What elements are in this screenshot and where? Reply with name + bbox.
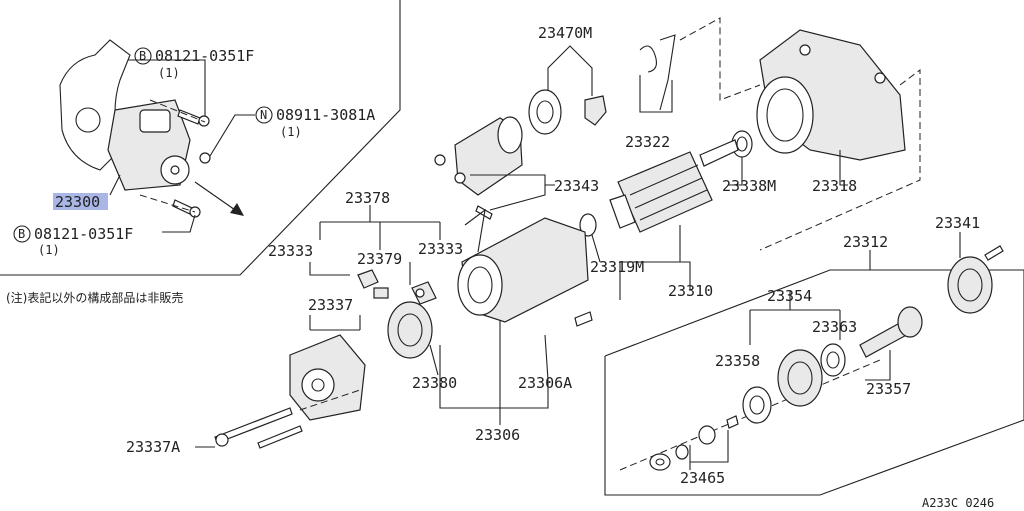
label-23333-b[interactable]: 23333 [418,240,463,258]
b-symbol-2: B [18,227,25,241]
label-23333-a[interactable]: 23333 [268,242,313,260]
group-23312-box [604,250,1024,496]
fastener-code-n[interactable]: 08911-3081A [276,106,375,124]
label-23306A[interactable]: 23306A [518,374,572,392]
n-symbol: N [260,108,267,122]
label-23318[interactable]: 23318 [812,177,857,195]
part-23310 [579,139,739,300]
part-23306 [439,208,593,409]
note-not-sold: (注)表記以外の構成部品は非販売 [6,290,183,305]
label-23354[interactable]: 23354 [767,287,812,305]
label-23312[interactable]: 23312 [843,233,888,251]
label-23306[interactable]: 23306 [475,426,520,444]
leader-23319M [591,234,601,263]
fastener-code-b1[interactable]: 08121-0351F [155,47,254,65]
part-23357 [859,306,923,381]
vehicle-inset [0,0,401,276]
bolt-b-symbol-2 [13,225,31,243]
fastener-qty-b2: (1) [38,243,60,257]
part-23337 [195,315,366,449]
label-23465[interactable]: 23465 [680,469,725,487]
label-23322[interactable]: 23322 [625,133,670,151]
part-23380 [387,301,439,376]
fastener-qty-b1: (1) [158,66,180,80]
part-23322 [639,17,761,113]
label-23338M[interactable]: 23338M [722,177,776,195]
label-23319M[interactable]: 23319M [590,258,644,276]
label-23337[interactable]: 23337 [308,296,353,314]
label-23470M[interactable]: 23470M [538,24,592,42]
label-23357[interactable]: 23357 [866,380,911,398]
label-23379[interactable]: 23379 [357,250,402,268]
label-23343[interactable]: 23343 [554,177,599,195]
highlight-box-23300 [53,193,108,210]
label-23300[interactable]: 23300 [55,193,100,211]
fastener-code-b2[interactable]: 08121-0351F [34,225,133,243]
part-23341 [947,232,1004,314]
label-23358[interactable]: 23358 [715,352,760,370]
b-symbol-1: B [139,49,146,63]
label-23310[interactable]: 23310 [668,282,713,300]
label-23337A[interactable]: 23337A [126,438,180,456]
label-23341[interactable]: 23341 [935,214,980,232]
part-23318 [756,29,921,251]
label-23363[interactable]: 23363 [812,318,857,336]
label-23378[interactable]: 23378 [345,189,390,207]
bolt-b-symbol-1 [134,47,152,65]
fastener-qty-n: (1) [280,125,302,139]
label-23380[interactable]: 23380 [412,374,457,392]
figure-id: A233C 0246 [922,496,994,510]
part-23343 [434,116,555,220]
part-23378 [309,205,441,305]
part-23465 [649,415,739,471]
part-23354 [742,290,846,424]
part-23470M [528,45,607,135]
nut-n-symbol [255,106,273,124]
